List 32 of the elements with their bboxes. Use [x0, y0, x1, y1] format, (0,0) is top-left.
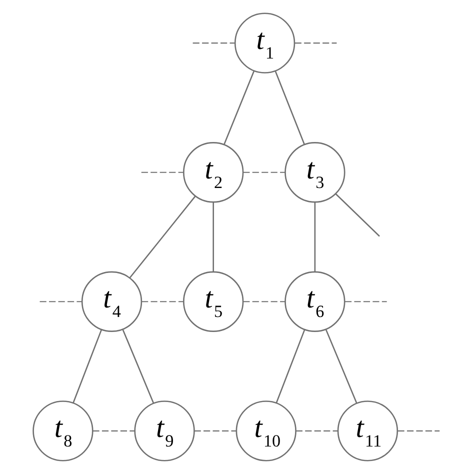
connector [72, 330, 102, 404]
connector [40, 301, 82, 302]
connector [294, 42, 337, 44]
connector [142, 301, 184, 302]
node-circle: t$_{5}$ [183, 271, 244, 332]
connector [314, 202, 316, 272]
node-circle: t$_{6}$ [284, 271, 346, 332]
connector [335, 193, 380, 237]
node-circle: t$_{9}$ [134, 400, 195, 462]
connector [344, 301, 387, 302]
connector [194, 430, 236, 432]
connector [243, 172, 286, 173]
connector [398, 430, 440, 432]
node-circle: t$_{11}$ [337, 400, 398, 462]
node-circle: t$_{10}$ [236, 400, 296, 462]
connector [129, 196, 196, 278]
connector [122, 330, 154, 404]
node-circle: t$_{3}$ [284, 142, 346, 203]
node-circle: t$_{1}$ [234, 12, 296, 74]
connector [192, 42, 235, 44]
connector [212, 202, 214, 272]
connector [141, 172, 184, 173]
node-circle: t$_{8}$ [32, 400, 94, 462]
connector [276, 330, 306, 404]
connector [223, 71, 254, 145]
connector [274, 71, 305, 144]
connector [326, 330, 358, 404]
connector [243, 301, 286, 302]
node-circle: t$_{4}$ [81, 271, 142, 332]
connector [92, 430, 135, 432]
connector [296, 430, 338, 432]
node-circle: t$_{2}$ [183, 142, 244, 203]
